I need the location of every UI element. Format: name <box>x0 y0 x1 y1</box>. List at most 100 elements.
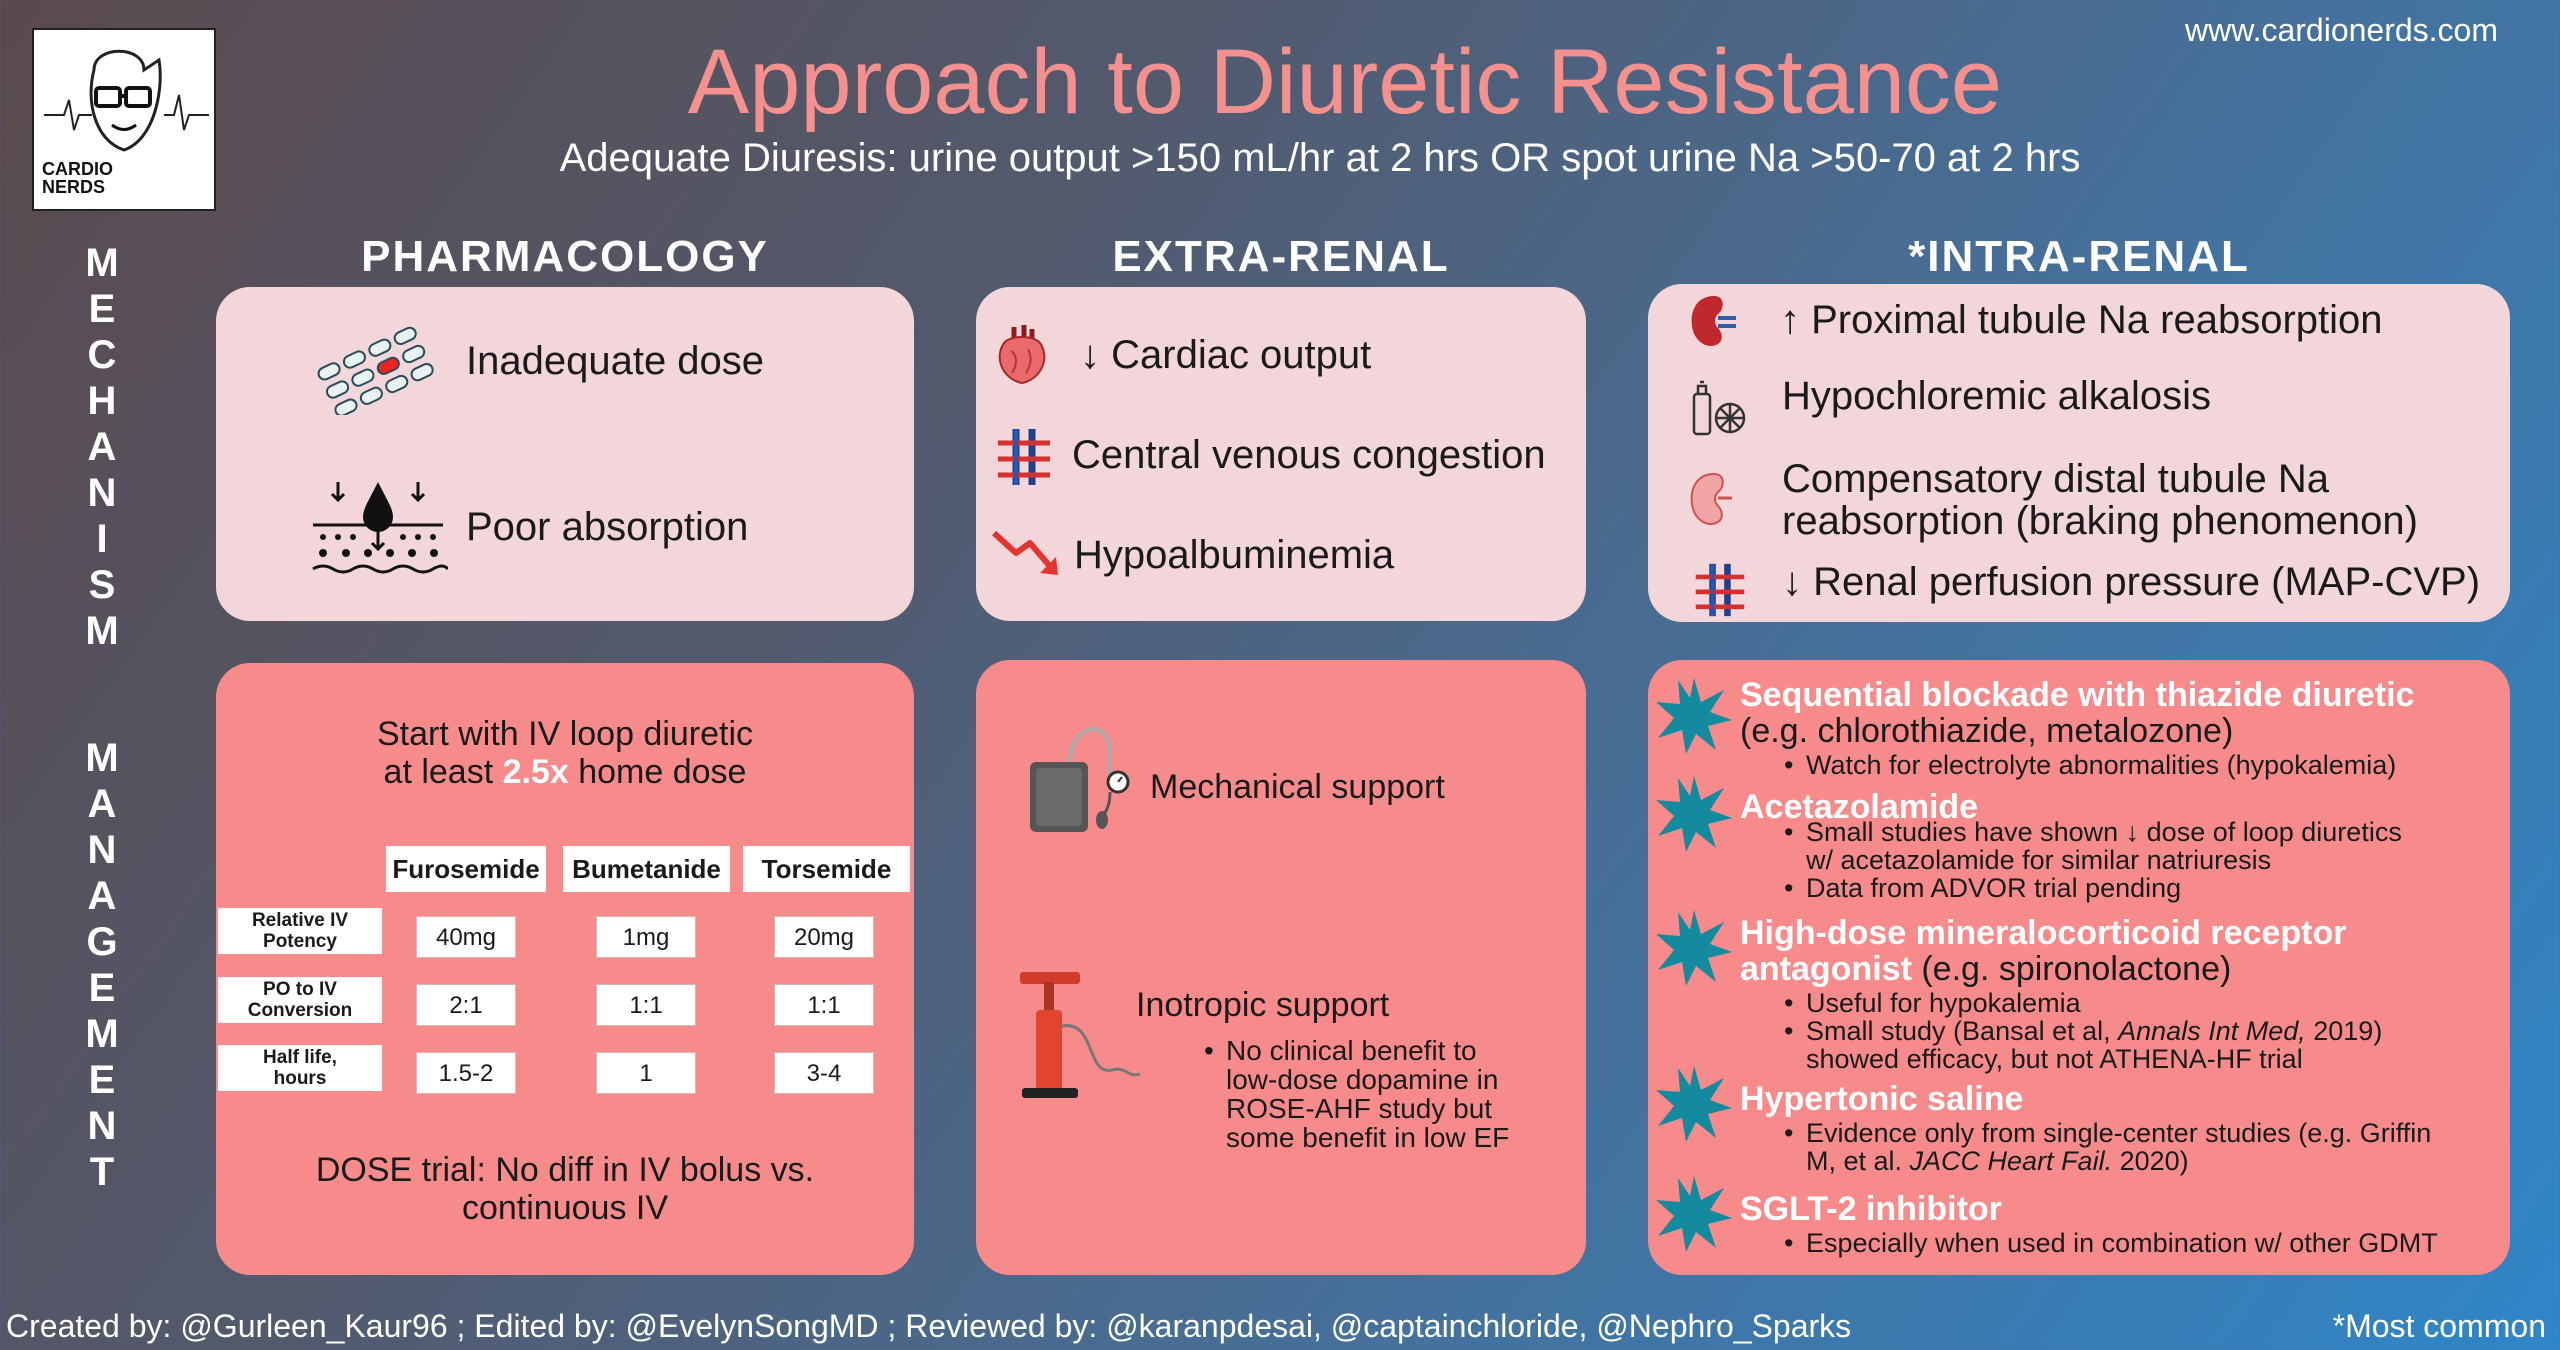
side-letter: I <box>96 517 108 561</box>
absorption-icon <box>312 482 448 574</box>
mech-central-venous-congestion: Central venous congestion <box>1072 433 1546 477</box>
veins-icon <box>998 429 1050 485</box>
hypertonic-bullets: Evidence only from single-center studies… <box>1784 1119 2431 1175</box>
table-cell: 40mg <box>416 916 516 958</box>
side-letter: M <box>85 1012 119 1056</box>
pills-icon <box>317 326 434 415</box>
bullet-line: w/ acetazolamide for similar natriuresis <box>1806 845 2272 875</box>
strategy-mra-sub: (e.g. spironolactone) <box>1911 950 2232 988</box>
bullet-line: Small study (Bansal et al, Annals Int Me… <box>1806 1017 2382 1045</box>
column-heading-pharmacology: PHARMACOLOGY <box>361 232 769 281</box>
table-cell: 1mg <box>596 916 696 958</box>
inotropic-bullet: No clinical benefit to low-dose dopamine… <box>1204 1036 1509 1152</box>
logo-text-nerds: NERDS <box>42 177 106 197</box>
citation-journal: Annals Int Med, <box>2118 1016 2306 1046</box>
kidney-outline-icon <box>1690 472 1732 525</box>
bullet-line: ROSE-AHF study but <box>1226 1093 1493 1124</box>
strategy-thiazide-sub: (e.g. chlorothiazide, metalozone) <box>1740 712 2234 750</box>
mech-hypoalbuminemia: Hypoalbuminemia <box>1074 533 1395 577</box>
side-letter: E <box>88 966 116 1010</box>
acetazolamide-bullets: Small studies have shown ↓ dose of loop … <box>1784 818 2402 902</box>
citation-year: 2019) <box>2305 1016 2383 1046</box>
kidney-icon <box>1691 296 1736 346</box>
bullet-item: Small study (Bansal et al, Annals Int Me… <box>1784 1017 2382 1073</box>
citation-journal: JACC Heart Fail. <box>1909 1146 2113 1176</box>
bullet-item: Small studies have shown ↓ dose of loop … <box>1784 818 2402 874</box>
inotropic-bullets: No clinical benefit to low-dose dopamine… <box>1204 1036 1509 1152</box>
row-label-line2: hours <box>273 1068 327 1089</box>
bullet-item: Especially when used in combination w/ o… <box>1784 1229 2438 1257</box>
panel-mechanism-pharmacology: Inadequate dose Poor absorption <box>216 287 914 621</box>
table-cell: 3-4 <box>774 1052 874 1094</box>
panel-management-intra-renal: Sequential blockade with thiazide diuret… <box>1648 660 2510 1275</box>
bullet-item: Data from ADVOR trial pending <box>1784 874 2402 902</box>
strategy-sglt2-title: SGLT-2 inhibitor <box>1740 1190 2002 1228</box>
side-letter: A <box>87 874 117 918</box>
mgmt-dose-line2: continuous IV <box>461 1189 669 1227</box>
mech-inadequate-dose: Inadequate dose <box>466 339 765 383</box>
star-burst-icon <box>1656 678 1732 754</box>
panel-management-pharmacology: Start with IV loop diuretic at least 2.5… <box>216 663 914 1275</box>
footer-credits: Created by: @Gurleen_Kaur96 ; Edited by:… <box>6 1308 1852 1344</box>
strategy-thiazide-title: Sequential blockade with thiazide diuret… <box>1740 676 2415 714</box>
side-letter: C <box>87 333 117 377</box>
veins-icon <box>1695 563 1745 617</box>
row-label-line1: Relative IV <box>251 910 349 931</box>
table-row-label-potency: Relative IV Potency <box>218 908 382 954</box>
strategy-hypertonic-title: Hypertonic saline <box>1740 1080 2024 1118</box>
row-label-line2: Potency <box>263 931 337 952</box>
heart-mascot-icon <box>44 49 209 152</box>
side-letter: M <box>85 736 119 780</box>
panel-mechanism-intra-renal: ↑ Proximal tubule Na reabsorption Hypoch… <box>1648 284 2510 622</box>
mech-cardiac-output: ↓ Cardiac output <box>1080 333 1372 377</box>
page-title: Approach to Diuretic Resistance <box>687 31 2003 133</box>
bullet-line: showed efficacy, but not ATHENA-HF trial <box>1806 1044 2303 1074</box>
star-burst-icon <box>1656 1066 1732 1142</box>
mgmt-inotropic-support: Inotropic support <box>1136 986 1390 1024</box>
column-heading-extra-renal: EXTRA-RENAL <box>1112 232 1450 281</box>
side-letter: A <box>87 425 117 469</box>
table-cell: 2:1 <box>416 984 516 1026</box>
table-cell: 1.5-2 <box>416 1052 516 1094</box>
mgmt-dose-multiplier: 2.5x <box>502 753 569 791</box>
table-header-furosemide: Furosemide <box>386 846 546 892</box>
mech-proximal-tubule: ↑ Proximal tubule Na reabsorption <box>1780 298 2383 342</box>
mech-poor-absorption: Poor absorption <box>466 505 749 549</box>
row-label-line1: Half life, <box>263 1047 337 1068</box>
bullet-item: Watch for electrolyte abnormalities (hyp… <box>1784 751 2396 779</box>
cardionerds-logo: CARDIO NERDS <box>32 28 216 211</box>
mgmt-dose-line1: DOSE trial: No diff in IV bolus vs. <box>315 1151 815 1189</box>
citation-text: Small study (Bansal et al, <box>1806 1016 2119 1046</box>
strategy-mra-title-2: antagonist <box>1740 950 1912 988</box>
side-letter: T <box>89 1150 115 1194</box>
column-heading-intra-renal: *INTRA-RENAL <box>1908 232 2250 281</box>
mgmt-start-line2: at least 2.5x home dose <box>216 753 914 791</box>
side-letter: M <box>85 609 119 653</box>
panel-mechanism-extra-renal: ↓ Cardiac output Central venous congesti… <box>976 287 1586 621</box>
table-row-label-half-life: Half life, hours <box>218 1045 382 1091</box>
mra-bullets: Useful for hypokalemia Small study (Bans… <box>1784 989 2382 1073</box>
citation-text: M, et al. <box>1806 1146 1910 1176</box>
star-burst-icon <box>1656 776 1732 852</box>
blood-pressure-monitor-icon <box>1030 727 1130 832</box>
bullet-line: some benefit in low EF <box>1226 1122 1510 1153</box>
side-letter: E <box>88 1058 116 1102</box>
thiazide-bullets: Watch for electrolyte abnormalities (hyp… <box>1784 751 2396 779</box>
bullet-item: Evidence only from single-center studies… <box>1784 1119 2431 1175</box>
bullet-line: Evidence only from single-center studies… <box>1806 1118 2432 1148</box>
strategy-mra-line2: antagonist (e.g. spironolactone) <box>1740 950 2231 989</box>
mech-renal-perfusion: ↓ Renal perfusion pressure (MAP-CVP) <box>1782 560 2481 604</box>
star-burst-icon <box>1656 1176 1732 1252</box>
trend-down-icon <box>991 530 1058 575</box>
mgmt-start-iv: Start with IV loop diuretic at least 2.5… <box>216 715 914 791</box>
bullet-line: Small studies have shown ↓ dose of loop … <box>1806 817 2402 847</box>
site-url[interactable]: www.cardionerds.com <box>2185 12 2498 48</box>
mgmt-start-suffix: home dose <box>568 753 747 791</box>
mgmt-start-line1: Start with IV loop diuretic <box>376 715 754 753</box>
sglt2-bullets: Especially when used in combination w/ o… <box>1784 1229 2438 1257</box>
table-cell: 1:1 <box>596 984 696 1026</box>
mgmt-dose-trial: DOSE trial: No diff in IV bolus vs. cont… <box>216 1151 914 1227</box>
side-letter: E <box>88 287 116 331</box>
footer-note: *Most common <box>2332 1308 2546 1344</box>
